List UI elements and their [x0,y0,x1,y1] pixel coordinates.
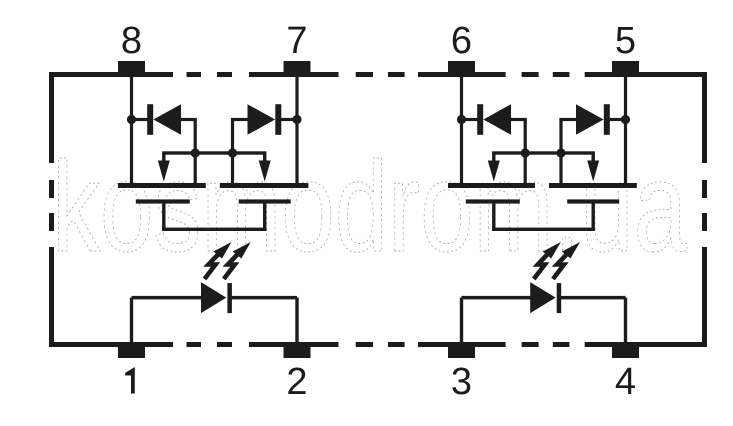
svg-text:3: 3 [451,361,472,403]
svg-text:kosmodrom.ua: kosmodrom.ua [52,136,688,279]
svg-text:4: 4 [615,361,636,403]
svg-text:6: 6 [451,20,472,62]
svg-text:2: 2 [286,361,307,403]
svg-text:5: 5 [615,20,636,62]
svg-text:7: 7 [286,20,307,62]
svg-text:8: 8 [121,20,142,62]
